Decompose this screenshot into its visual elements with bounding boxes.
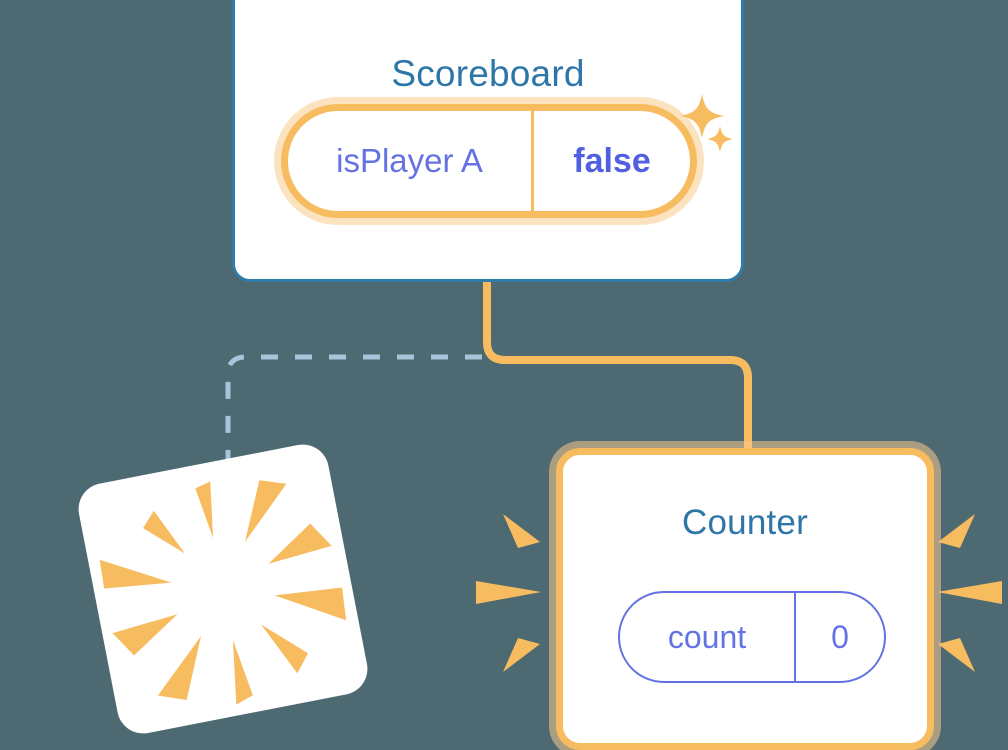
burst-ray [268,523,332,564]
counter-state-pill[interactable]: count 0 [618,591,886,683]
burst-rays-icon-counter-left [476,514,541,672]
scoreboard-title: Scoreboard [391,53,585,94]
counter-state-value: 0 [831,618,849,655]
node-card-blank[interactable] [74,440,372,738]
node-card-scoreboard[interactable]: Scoreboard isPlayer A false [232,0,744,282]
burst-ray [274,587,347,621]
burst-ray [476,581,541,604]
burst-ray [157,636,202,701]
burst-ray [244,480,287,542]
scoreboard-state-key: isPlayer A [288,111,534,211]
counter-title: Counter [682,503,808,542]
burst-ray [938,638,975,672]
connector-scoreboard-to-counter [483,276,752,456]
counter-state-key: count [620,593,796,681]
burst-ray [937,581,1002,604]
node-card-counter[interactable]: Counter count 0 [556,448,934,750]
burst-ray [195,481,214,538]
burst-rays-icon-blank-card [99,480,347,705]
burst-ray [99,559,172,589]
burst-ray [232,640,253,705]
burst-rays-icon-counter-right [937,514,1002,672]
burst-ray [261,624,309,674]
burst-ray [503,514,540,548]
scoreboard-state-pill[interactable]: isPlayer A false [281,104,697,218]
burst-ray [112,614,178,656]
burst-ray [143,510,185,554]
burst-ray [938,514,975,548]
burst-ray [503,638,540,672]
scoreboard-state-value: false [573,141,651,180]
